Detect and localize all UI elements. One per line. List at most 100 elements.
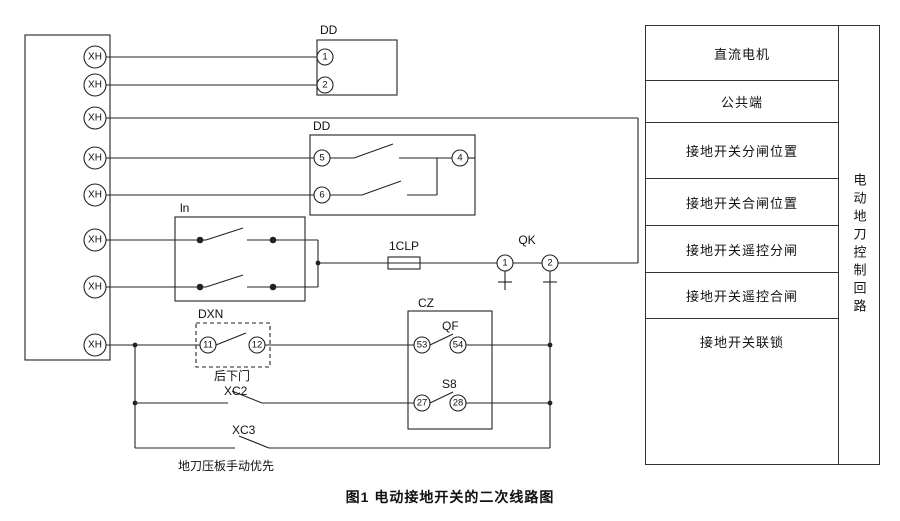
door-note: 后下门 — [214, 368, 250, 383]
schematic-texts: XH XH XH XH XH XH XH XH 1 2 5 6 4 1 2 11… — [88, 23, 553, 473]
terminal-number: 2 — [547, 258, 552, 269]
terminal-dxn-11 — [199, 336, 217, 354]
junction-dot — [132, 342, 138, 348]
terminal-dd-4 — [451, 149, 469, 167]
terminal-number: 4 — [457, 153, 462, 164]
legend-row: 接地开关分闸位置 — [646, 123, 838, 179]
legend-side-label: 电动地刀控制回路 — [851, 173, 867, 317]
terminal-number: 6 — [319, 190, 324, 201]
dd-motor-label: DD — [320, 23, 338, 37]
legend-row: 接地开关合闸位置 — [646, 179, 838, 226]
terminal-number: 12 — [252, 340, 263, 351]
xc3-blade — [238, 435, 270, 449]
s8-blade — [429, 391, 454, 404]
figure-caption: 图1 电动接地开关的二次线路图 — [345, 489, 555, 505]
qf-blade — [429, 333, 454, 346]
xh-label: XH — [88, 282, 102, 293]
terminal-qk-1 — [496, 254, 514, 272]
legend-row-label: 接地开关遥控合闸 — [685, 289, 798, 304]
junction-dots — [132, 236, 553, 406]
xh-label: XH — [88, 190, 102, 201]
terminal-number: 5 — [319, 153, 324, 164]
legend-row: 直流电机 — [646, 26, 838, 81]
relay-contact-box — [174, 216, 306, 302]
terminal-dxn-12 — [248, 336, 266, 354]
dxn-label: DXN — [198, 307, 223, 321]
xc3-label: XC3 — [232, 423, 256, 437]
legend-row-label: 接地开关遥控分闸 — [685, 242, 798, 258]
legend-side-column: 电动地刀控制回路 — [839, 26, 879, 464]
qk-label: QK — [518, 233, 535, 247]
terminal-number: 54 — [453, 340, 464, 351]
terminal-qf-53 — [413, 336, 431, 354]
qf-label: QF — [442, 319, 459, 333]
control-legend-table: 直流电机 公共端 接地开关分闸位置 接地开关合闸位置 接地开关遥控分闸 接地开关… — [645, 25, 880, 465]
terminal-dd-2 — [316, 76, 334, 94]
terminal-number: 1 — [322, 52, 327, 63]
legend-row-label: 接地开关合闸位置 — [685, 195, 798, 211]
wires-and-boxes — [24, 34, 639, 449]
xh-label: XH — [88, 153, 102, 164]
relay-blade-bottom — [205, 274, 244, 288]
xh-label: XH — [88, 52, 102, 63]
xh-terminal — [83, 333, 107, 357]
legend-row-label: 接地开关分闸位置 — [685, 144, 798, 159]
xh-label: XH — [88, 80, 102, 91]
xh-terminal — [83, 146, 107, 170]
terminal-s8-27 — [413, 394, 431, 412]
terminal-s8-28 — [449, 394, 467, 412]
xh-terminal — [83, 275, 107, 299]
relay-contact-dot — [196, 236, 204, 244]
legend-row: 接地开关遥控分闸 — [646, 226, 838, 273]
relay-contact-dot — [269, 283, 277, 291]
junction-dot — [315, 260, 321, 266]
dd-limit-switch-box — [309, 134, 476, 216]
xh-terminal — [83, 228, 107, 252]
legend-row: 接地开关遥控合闸 — [646, 273, 838, 319]
terminal-number: 53 — [417, 340, 428, 351]
cz-box — [407, 310, 493, 430]
xc2-label: XC2 — [224, 384, 248, 398]
limit-switch-blade-bottom — [361, 180, 402, 196]
xh-terminal-strip-box — [24, 34, 111, 361]
limit-switch-blade-top — [353, 143, 394, 159]
xh-label: XH — [88, 113, 102, 124]
dxn-door-blade — [215, 332, 247, 346]
terminal-dd-1 — [316, 48, 334, 66]
fuse-label: 1CLP — [389, 239, 419, 253]
dd-motor-box — [316, 39, 398, 96]
junction-dot — [132, 400, 138, 406]
xc2-blade — [231, 390, 263, 404]
relay-contact-dot — [196, 283, 204, 291]
terminal-dd-6 — [313, 186, 331, 204]
xh-label: XH — [88, 340, 102, 351]
junction-dot — [547, 342, 553, 348]
legend-row-label: 接地开关联锁 — [699, 335, 784, 350]
terminal-dd-5 — [313, 149, 331, 167]
terminal-qk-2 — [541, 254, 559, 272]
relay-contact-dot — [269, 236, 277, 244]
dd-limit-label: DD — [313, 119, 331, 133]
s8-label: S8 — [442, 377, 457, 391]
manual-priority-note: 地刀压板手动优先 — [178, 459, 274, 473]
xh-label: XH — [88, 235, 102, 246]
junction-dot — [547, 400, 553, 406]
terminal-qf-54 — [449, 336, 467, 354]
relay-label: ln — [180, 201, 189, 215]
legend-row-label: 公共端 — [720, 95, 763, 110]
legend-row-label: 直流电机 — [713, 46, 770, 62]
terminal-number: 2 — [322, 80, 327, 91]
xh-terminal — [83, 45, 107, 69]
xh-terminal — [83, 183, 107, 207]
terminal-number: 11 — [203, 340, 213, 351]
terminal-number: 1 — [502, 258, 507, 269]
xh-terminal — [83, 73, 107, 97]
relay-blade-top — [205, 227, 244, 241]
legend-rows: 直流电机 公共端 接地开关分闸位置 接地开关合闸位置 接地开关遥控分闸 接地开关… — [646, 26, 839, 464]
cz-label: CZ — [418, 296, 434, 310]
terminal-number: 27 — [417, 398, 428, 409]
xh-terminal — [83, 106, 107, 130]
legend-row: 公共端 — [646, 81, 838, 123]
